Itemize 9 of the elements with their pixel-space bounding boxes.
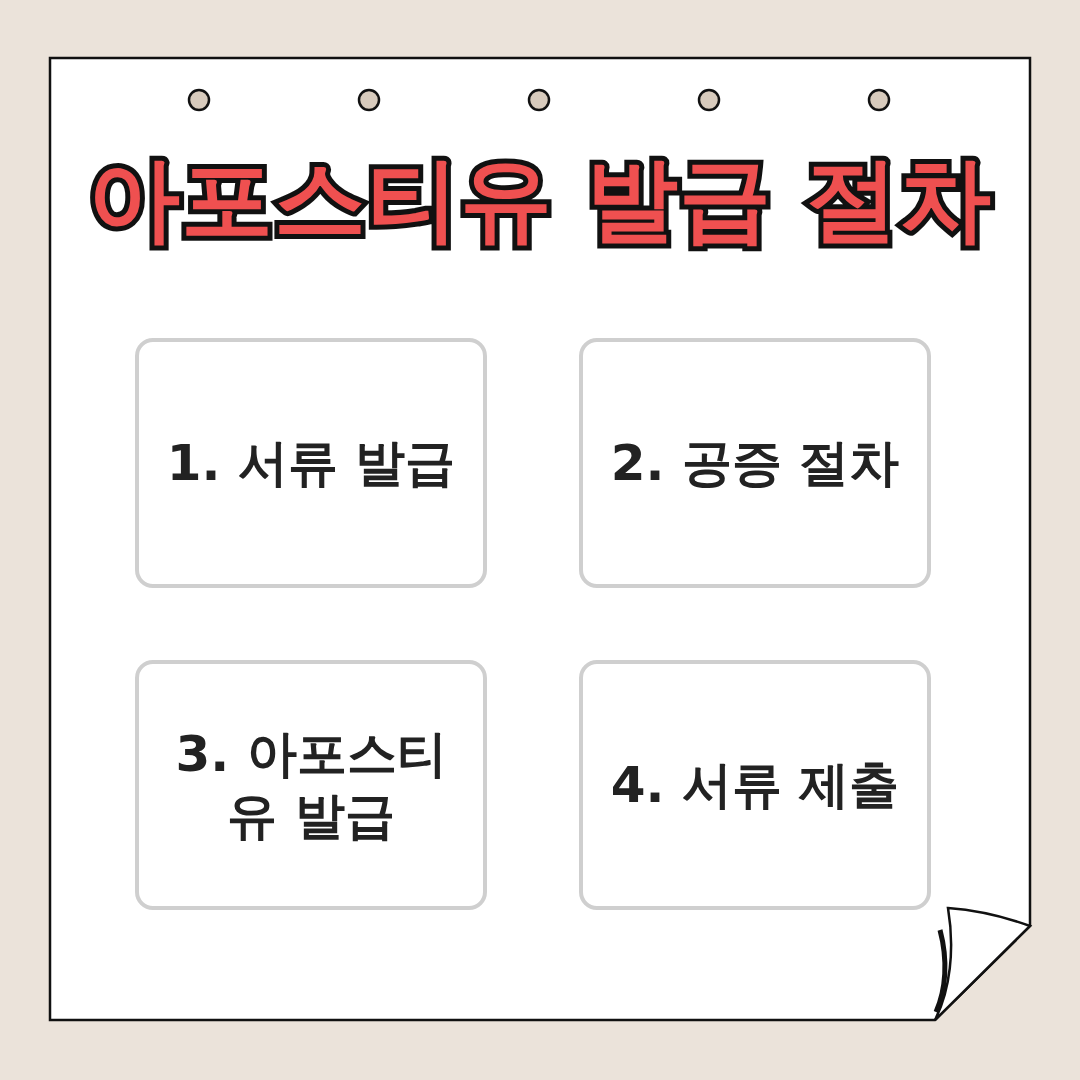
step-box [135,338,487,588]
step-box [579,338,931,588]
step-box [135,660,487,910]
step-text: 3. 아포스티유 발급 [174,723,448,847]
step-text: 2. 공증 절차 [609,432,901,494]
step-text: 1. 서류 발급 [165,432,457,494]
title: 아포스티유 발급 절차 [87,145,993,255]
step-box [579,660,931,910]
step-text: 4. 서류 제출 [609,754,901,816]
